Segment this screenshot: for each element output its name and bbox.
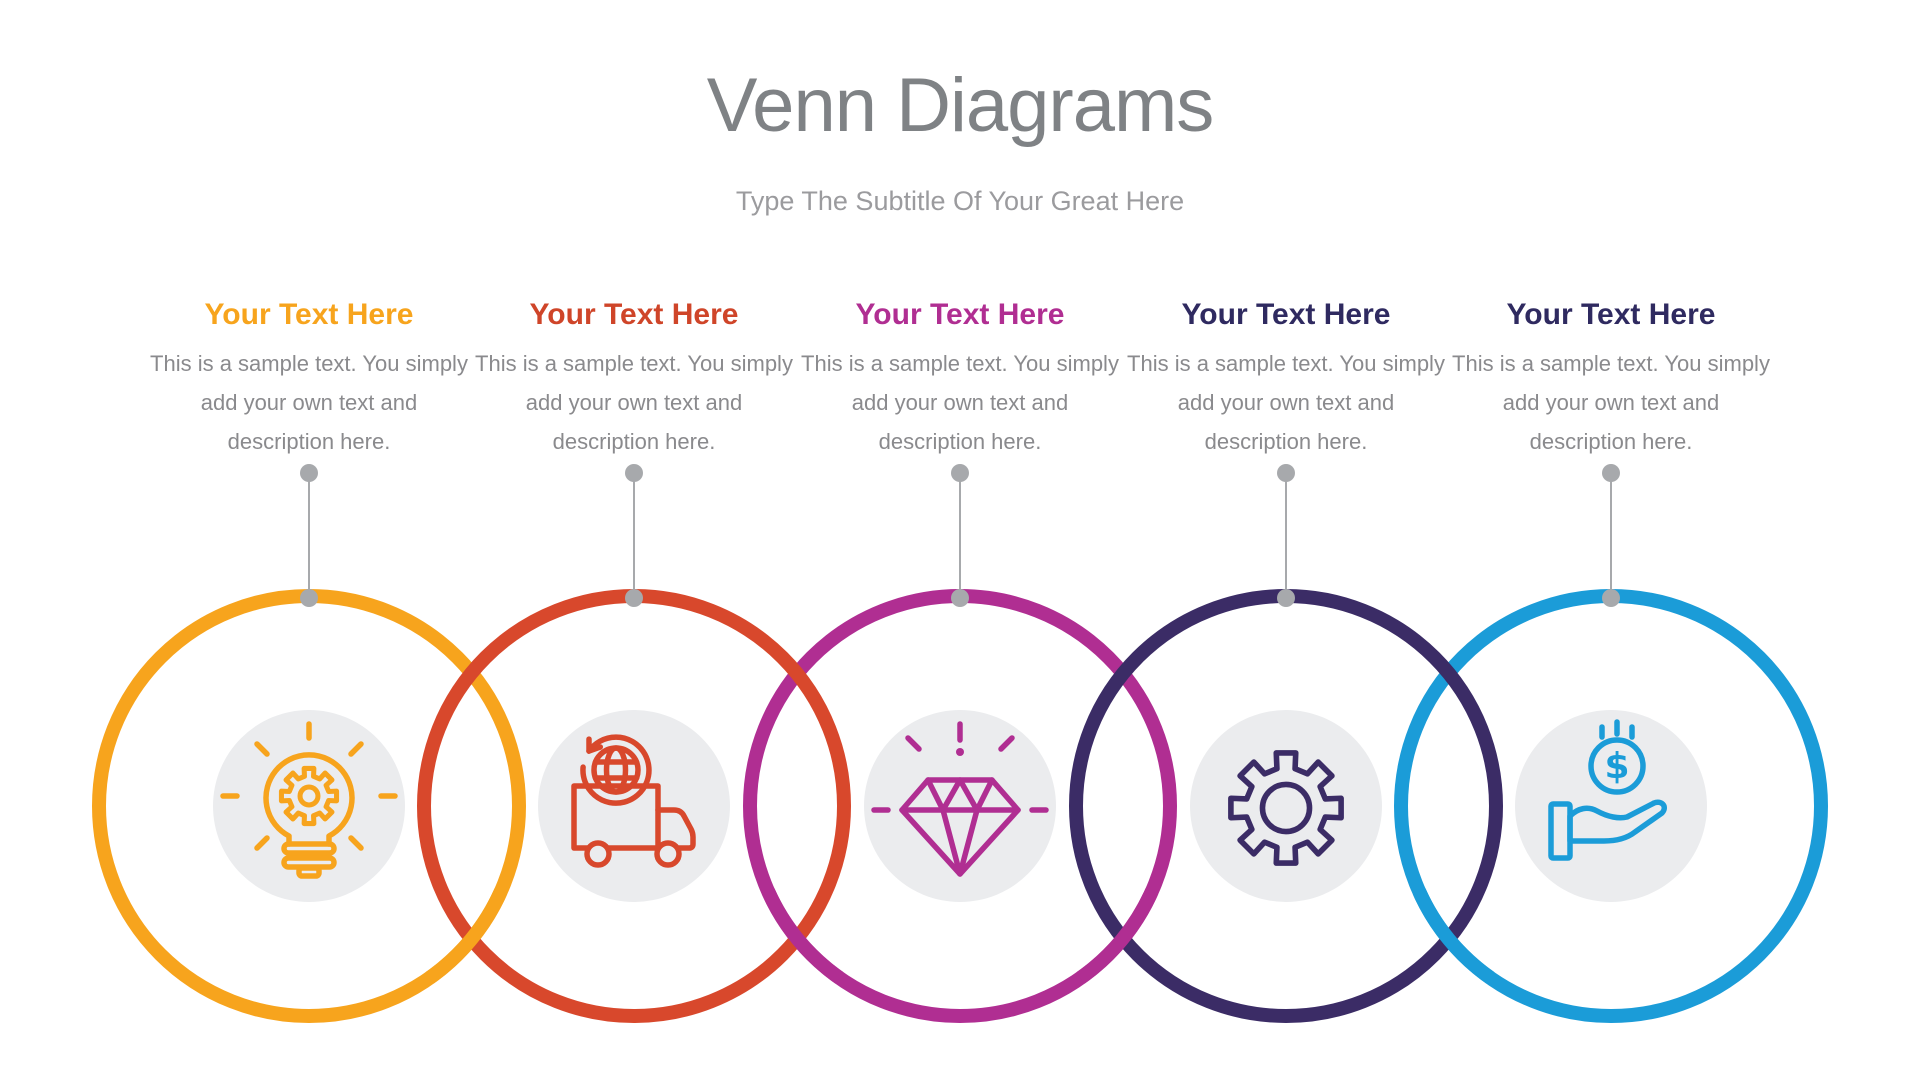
page-subtitle: Type The Subtitle Of Your Great Here — [735, 186, 1185, 216]
column-2: Your Text Here This is a sample text. Yo… — [474, 298, 794, 461]
column-5: Your Text Here This is a sample text. Yo… — [1451, 298, 1771, 461]
column-heading-2: Your Text Here — [529, 298, 739, 331]
hand-dollar-coin-icon: $ — [1548, 719, 1667, 861]
column-4: Your Text Here This is a sample text. Yo… — [1126, 298, 1446, 461]
connector-dot-top-1 — [300, 464, 318, 482]
weave-arc-ring5 — [1412, 888, 1495, 984]
connector-dot-bottom-2 — [625, 589, 643, 607]
column-body-5: This is a sample text. You simply add yo… — [1452, 351, 1770, 454]
lightbulb-gear-icon — [220, 721, 398, 879]
icon-disc-3 — [864, 710, 1056, 902]
column-heading-3: Your Text Here — [855, 298, 1065, 331]
icon-disc-4 — [1190, 710, 1382, 902]
connector-dots — [300, 464, 1620, 607]
dollar-glyph: $ — [1604, 746, 1629, 787]
column-heading-4: Your Text Here — [1181, 298, 1391, 331]
icon-disc-2 — [538, 710, 730, 902]
column-3: Your Text Here This is a sample text. Yo… — [800, 298, 1120, 461]
column-body-4: This is a sample text. You simply add yo… — [1127, 351, 1445, 454]
column-body-2: This is a sample text. You simply add yo… — [475, 351, 793, 454]
connector-dot-bottom-1 — [300, 589, 318, 607]
weave-arc-ring3-left — [761, 888, 844, 984]
connector-dot-top-3 — [951, 464, 969, 482]
connector-dot-bottom-3 — [951, 589, 969, 607]
column-1: Your Text Here This is a sample text. Yo… — [149, 298, 469, 461]
column-body-1: This is a sample text. You simply add yo… — [150, 351, 468, 454]
column-heading-5: Your Text Here — [1506, 298, 1716, 331]
icon-disc-5 — [1515, 710, 1707, 902]
connector-lines — [308, 474, 1612, 598]
column-body-3: This is a sample text. You simply add yo… — [801, 351, 1119, 454]
connector-dot-bottom-4 — [1277, 589, 1295, 607]
connector-dot-top-5 — [1602, 464, 1620, 482]
column-heading-1: Your Text Here — [204, 298, 414, 331]
weave-arc-ring1 — [425, 888, 508, 984]
global-delivery-truck-icon — [571, 734, 696, 868]
connector-dot-bottom-5 — [1602, 589, 1620, 607]
connector-dot-top-2 — [625, 464, 643, 482]
weave-arc-ring3-right — [1076, 888, 1159, 984]
diamond-icon — [871, 721, 1049, 877]
page-title: Venn Diagrams — [706, 63, 1215, 148]
connector-dot-top-4 — [1277, 464, 1295, 482]
gear-icon — [1228, 750, 1344, 866]
